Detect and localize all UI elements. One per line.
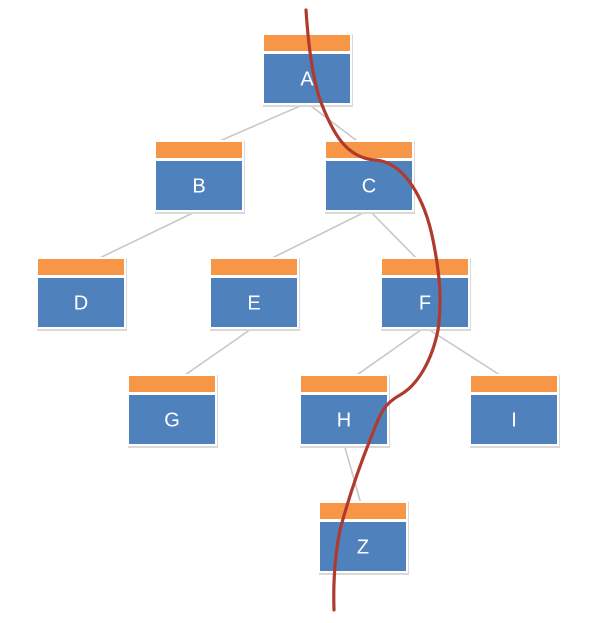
- node-label: Z: [357, 537, 369, 559]
- node-label: I: [511, 410, 517, 432]
- node-header: [326, 142, 412, 158]
- node-body: [129, 395, 215, 444]
- node-header: [382, 259, 468, 275]
- node-b: B: [154, 140, 245, 214]
- edge-h-z: [343, 443, 364, 512]
- node-d: D: [36, 257, 127, 331]
- node-e: E: [209, 257, 300, 331]
- node-label: B: [192, 176, 205, 198]
- node-header: [301, 376, 387, 392]
- node-label: H: [337, 410, 351, 432]
- node-body: [382, 278, 468, 327]
- node-header: [38, 259, 124, 275]
- node-header: [320, 503, 406, 519]
- nodes-layer: A B C D E F G H I Z: [36, 33, 560, 575]
- node-header: [211, 259, 297, 275]
- node-label: F: [419, 293, 431, 315]
- node-z: Z: [318, 501, 409, 575]
- node-label: A: [300, 69, 314, 91]
- edges-layer: [80, 102, 515, 512]
- node-label: G: [164, 410, 180, 432]
- node-f: F: [380, 257, 471, 331]
- node-header: [471, 376, 557, 392]
- node-i: I: [469, 374, 560, 448]
- node-body: [156, 161, 242, 210]
- node-body: [264, 54, 350, 103]
- node-label: C: [362, 176, 376, 198]
- node-g: G: [127, 374, 218, 448]
- node-body: [471, 395, 557, 444]
- node-header: [156, 142, 242, 158]
- node-body: [211, 278, 297, 327]
- node-h: H: [299, 374, 390, 448]
- node-header: [264, 35, 350, 51]
- node-label: D: [74, 293, 88, 315]
- node-header: [129, 376, 215, 392]
- node-body: [38, 278, 124, 327]
- node-c: C: [324, 140, 415, 214]
- red-path-curve: [304, 8, 442, 612]
- node-label: E: [247, 293, 260, 315]
